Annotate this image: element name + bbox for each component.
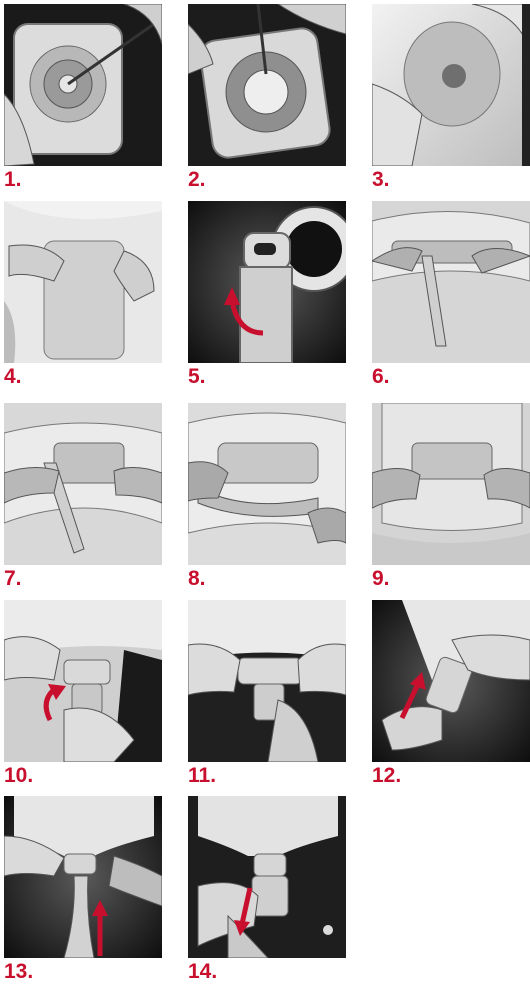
step-number: 8. [188, 567, 206, 591]
step-3-illustration [372, 4, 530, 166]
step-number: 12. [372, 764, 401, 788]
step-14-illustration [188, 796, 346, 958]
step-7-illustration [4, 403, 162, 565]
step-number: 9. [372, 567, 390, 591]
step-number: 14. [188, 960, 217, 984]
step-number: 11. [188, 764, 216, 788]
step-4-illustration [4, 201, 162, 363]
step-number: 1. [4, 168, 22, 192]
step-5-illustration [188, 201, 346, 363]
step-13-illustration [4, 796, 162, 958]
step-number: 2. [188, 168, 206, 192]
step-number: 5. [188, 365, 206, 389]
step-number: 3. [372, 168, 390, 192]
step-11-illustration [188, 600, 346, 762]
step-8-illustration [188, 403, 346, 565]
step-number: 4. [4, 365, 22, 389]
step-10-illustration [4, 600, 162, 762]
step-6-illustration [372, 201, 530, 363]
step-2-illustration [188, 4, 346, 166]
step-number: 10. [4, 764, 33, 788]
step-number: 6. [372, 365, 390, 389]
step-number: 13. [4, 960, 33, 984]
step-9-illustration [372, 403, 530, 565]
step-1-illustration [4, 4, 162, 166]
step-12-illustration [372, 600, 530, 762]
step-number: 7. [4, 567, 22, 591]
